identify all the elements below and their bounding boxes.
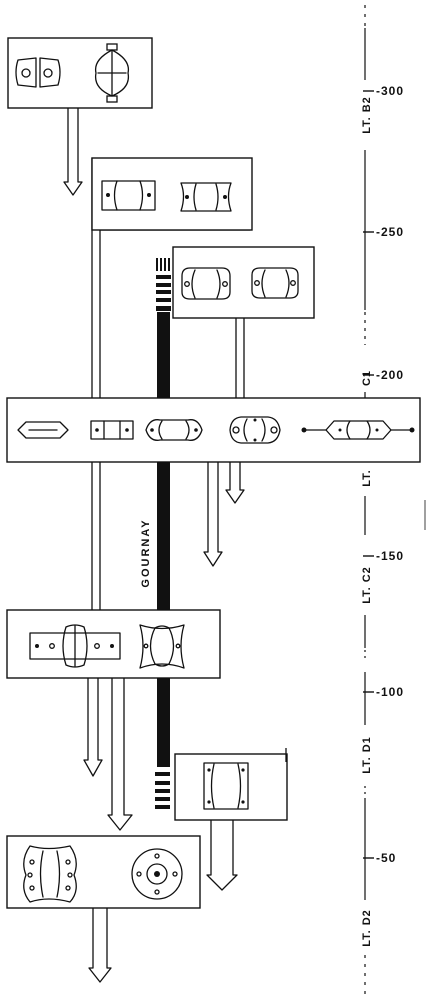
- plaque-g-icon: [203, 762, 249, 810]
- artifact-box-c2: [6, 609, 221, 679]
- plaque-a-icon: [101, 180, 156, 211]
- plaque-f-icon: [139, 624, 185, 669]
- tick-label-100: -100: [376, 685, 404, 699]
- tick-label-300: -300: [376, 84, 404, 98]
- fibula-plate-a-icon: [15, 57, 61, 88]
- rosette-plate-icon: [23, 845, 77, 903]
- artifact-box-d2: [6, 835, 201, 909]
- fitting-b-icon: [90, 420, 134, 440]
- artifact-box-3: [172, 246, 315, 319]
- phase-label-lt-c2: LT. C2: [361, 566, 373, 604]
- tick-label-50: -50: [376, 851, 396, 865]
- plaque-d-icon: [251, 267, 299, 299]
- phase-label-c1: C1: [361, 370, 373, 386]
- round-boss-icon: [131, 848, 183, 900]
- fibula-lens-a-icon: [94, 43, 130, 103]
- tick-label-150: -150: [376, 549, 404, 563]
- plaque-e-icon: [29, 624, 121, 668]
- phase-label-lt-d1: LT. D1: [361, 736, 373, 774]
- artifact-box-2: [91, 157, 253, 231]
- plaque-c-icon: [181, 267, 231, 300]
- phase-label-lt-d2: LT. D2: [361, 909, 373, 947]
- fitting-d-icon: [229, 416, 281, 444]
- plaque-b-icon: [180, 182, 232, 212]
- tick-label-200: -200: [376, 368, 404, 382]
- artifact-box-b2: [7, 37, 153, 109]
- phase-label-lt: LT.: [361, 469, 373, 486]
- artifact-box-c1: [6, 397, 421, 463]
- fitting-c-icon: [145, 419, 203, 441]
- fitting-e-icon: [301, 420, 415, 440]
- fitting-a-icon: [17, 421, 69, 439]
- tick-label-250: -250: [376, 225, 404, 239]
- phase-label-lt-b2: LT. B2: [361, 96, 373, 134]
- site-label: GOURNAY: [140, 518, 152, 587]
- time-scale: -300 -250 -200 -150 -100 -50 LT. B2 C1 L…: [361, 5, 404, 999]
- artifact-box-d1: [174, 748, 288, 821]
- gournay-occupation-bar: [155, 258, 171, 809]
